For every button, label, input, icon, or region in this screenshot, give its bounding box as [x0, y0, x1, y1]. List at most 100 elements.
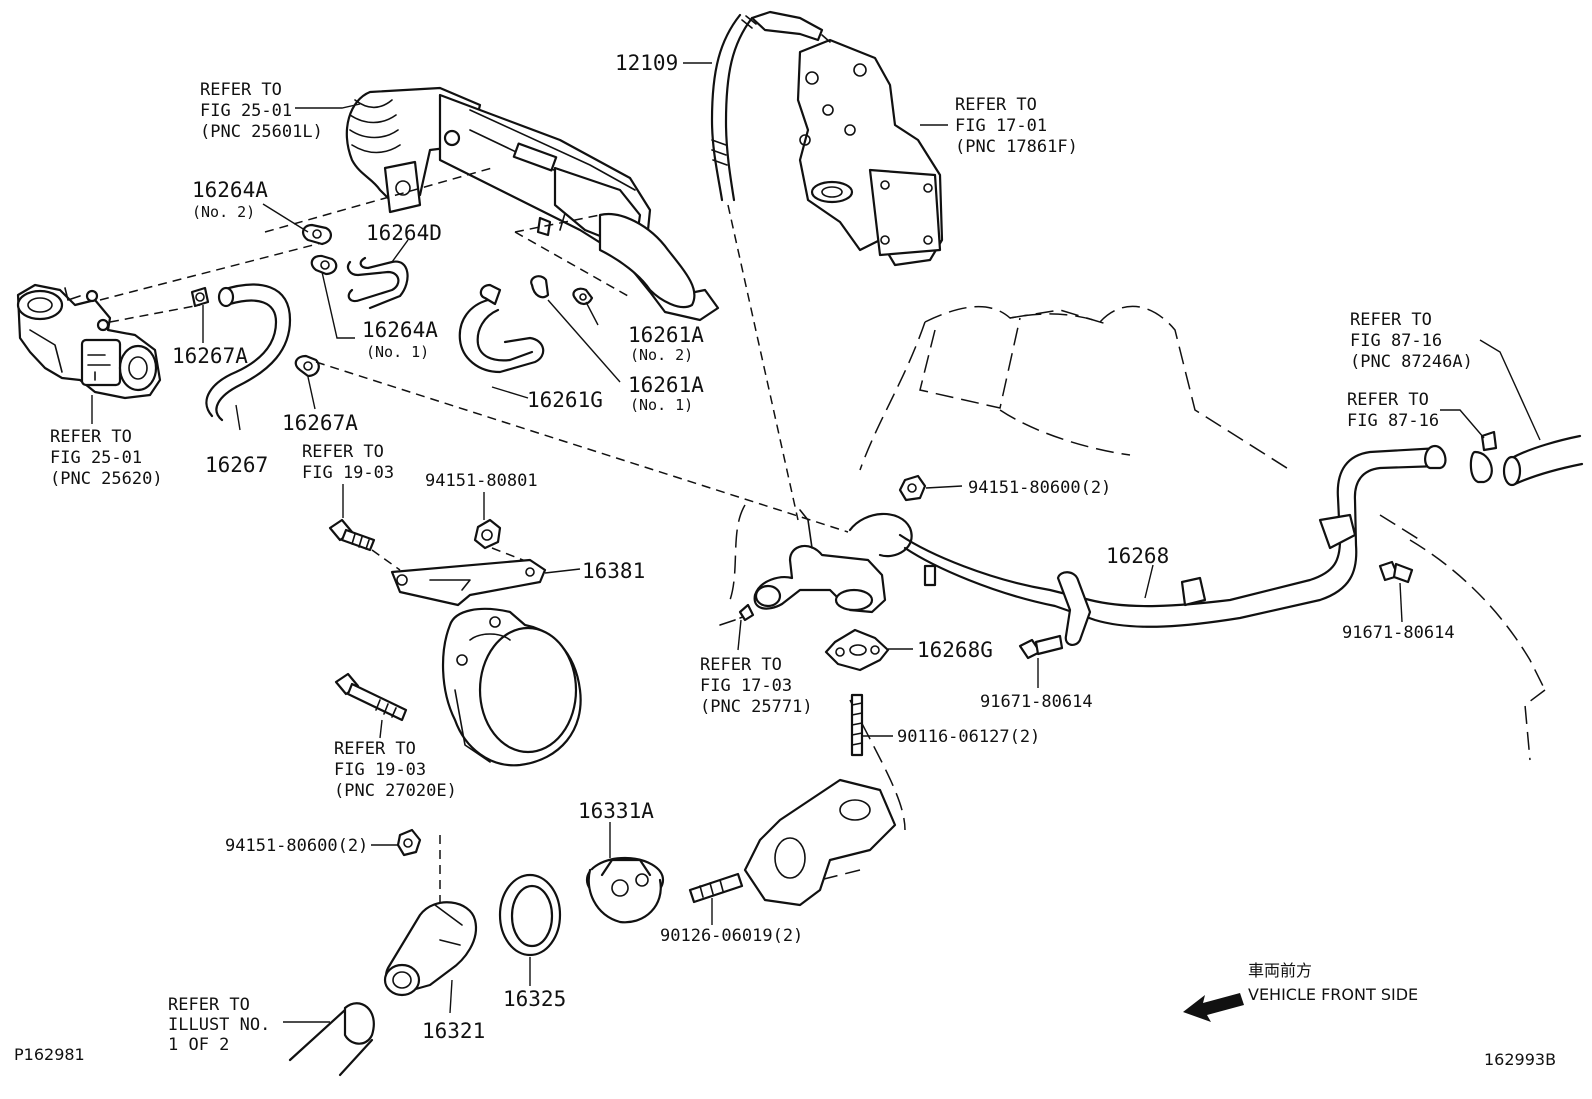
- stud-90116-06127: [850, 693, 864, 757]
- ref-pipe-left-line1: REFER TO: [700, 655, 782, 675]
- label-90116-06127: 90116-06127(2): [897, 727, 1040, 747]
- gasket-16268g: [824, 628, 890, 672]
- hose-clip-16261a-no1: [530, 275, 550, 299]
- ref-pump-bolt-bottom-line3: (PNC 27020E): [334, 781, 457, 801]
- hose-clip-16267a-top: [190, 286, 210, 308]
- hose-16261g: [458, 283, 545, 374]
- ref-hose-top-right-line1: REFER TO: [1350, 310, 1432, 330]
- ref-pump-bolt-top-line2: FIG 19-03: [302, 463, 394, 483]
- ref-egr-cooler-line3: (PNC 25601L): [200, 122, 323, 142]
- label-16264a-no2: 16264A: [192, 178, 268, 202]
- thermostat-16331a: [585, 856, 665, 924]
- hose-clip-16261a-no2: [572, 287, 594, 306]
- ref-bracket-top-line2: FIG 17-01: [955, 116, 1047, 136]
- ref-pump-bolt-top: REFER TO FIG 19-03: [302, 442, 394, 483]
- ref-hose-top-right: REFER TO FIG 87-16 (PNC 87246A): [1350, 310, 1473, 372]
- pipe-illust-1: [288, 1002, 375, 1077]
- ref-pump-bolt-bottom: REFER TO FIG 19-03 (PNC 27020E): [334, 739, 457, 801]
- ref-illust-line3: 1 OF 2: [168, 1035, 229, 1055]
- thermostat-housing: [743, 778, 897, 907]
- bolt-19-03-top: [328, 518, 376, 552]
- ref-pipe-left-line3: (PNC 25771): [700, 697, 813, 717]
- label-16331a: 16331A: [578, 799, 654, 823]
- label-16321: 16321: [422, 1019, 485, 1043]
- label-16264a-no1-sub: (No. 1): [366, 343, 429, 361]
- egr-valve: [16, 283, 162, 400]
- bracket-16381: [390, 558, 547, 607]
- direction-label-en: VEHICLE FRONT SIDE: [1248, 985, 1418, 1004]
- gasket-16325: [498, 873, 562, 957]
- label-16267a-top: 16267A: [172, 344, 248, 368]
- hose-clip-16264a-no2: [302, 223, 332, 246]
- label-91671-80614-right: 91671-80614: [1342, 623, 1455, 643]
- label-16268g: 16268G: [917, 638, 993, 662]
- ref-egr-valve: REFER TO FIG 25-01 (PNC 25620): [50, 427, 163, 489]
- ref-illust: REFER TO ILLUST NO. 1 OF 2: [168, 995, 270, 1055]
- label-94151-80801: 94151-80801: [425, 471, 538, 491]
- label-16264d: 16264D: [366, 221, 442, 245]
- label-16261a-no1: 16261A: [628, 373, 704, 397]
- label-16261a-no1-sub: (No. 1): [630, 396, 693, 414]
- ref-bracket-top-line1: REFER TO: [955, 95, 1037, 115]
- label-16261a-no2-sub: (No. 2): [630, 346, 693, 364]
- ref-egr-cooler-line2: FIG 25-01: [200, 101, 292, 121]
- ref-egr-valve-line1: REFER TO: [50, 427, 132, 447]
- label-90126-06019: 90126-06019(2): [660, 926, 803, 946]
- label-16264a-no1: 16264A: [362, 318, 438, 342]
- label-16267: 16267: [205, 453, 268, 477]
- label-16381: 16381: [582, 559, 645, 583]
- bracket-17861f: [796, 34, 944, 267]
- vehicle-front-arrow: [1183, 993, 1244, 1022]
- hose-16264d: [346, 256, 409, 310]
- bolt-19-03-bottom: [334, 672, 408, 722]
- ref-egr-cooler: REFER TO FIG 25-01 (PNC 25601L): [200, 80, 323, 142]
- label-94151-80600-bottom: 94151-80600(2): [225, 836, 368, 856]
- ref-clamp-right: REFER TO FIG 87-16: [1347, 390, 1439, 431]
- hose-87246a: [1469, 430, 1584, 487]
- ref-pump-bolt-top-line1: REFER TO: [302, 442, 384, 462]
- ref-bracket-top: REFER TO FIG 17-01 (PNC 17861F): [955, 95, 1078, 157]
- leader-lines: [91, 62, 1541, 1023]
- nut-94151-80600-top: [898, 474, 927, 502]
- ref-bracket-top-line3: (PNC 17861F): [955, 137, 1078, 157]
- ref-hose-top-right-line3: (PNC 87246A): [1350, 352, 1473, 372]
- ref-illust-line2: ILLUST NO.: [168, 1015, 270, 1035]
- label-16264a-no2-sub: (No. 2): [192, 203, 255, 221]
- label-16261a-no2: 16261A: [628, 323, 704, 347]
- label-12109: 12109: [615, 51, 678, 75]
- ref-egr-valve-line2: FIG 25-01: [50, 448, 142, 468]
- label-16268: 16268: [1106, 544, 1169, 568]
- hose-clip-16267a-bottom: [294, 354, 320, 378]
- label-16267a-bottom: 16267A: [282, 411, 358, 435]
- label-94151-80600-top: 94151-80600(2): [968, 478, 1111, 498]
- hose-16267: [205, 283, 292, 422]
- ref-hose-top-right-line2: FIG 87-16: [1350, 331, 1442, 351]
- engine-block-outline: [729, 305, 1546, 881]
- diagram-code-left: P162981: [14, 1045, 85, 1064]
- stud-90126-06019: [688, 872, 744, 904]
- ref-pipe-left: REFER TO FIG 17-03 (PNC 25771): [700, 655, 813, 717]
- egr-cooler: [345, 86, 720, 322]
- nut-94151-80801: [473, 518, 502, 550]
- water-pump: [441, 607, 582, 767]
- ref-pump-bolt-bottom-line1: REFER TO: [334, 739, 416, 759]
- label-91671-80614-mid: 91671-80614: [980, 692, 1093, 712]
- direction-label-jp: 車両前方: [1248, 961, 1312, 980]
- water-inlet-16321: [383, 901, 478, 997]
- ref-clamp-right-line2: FIG 87-16: [1347, 411, 1439, 431]
- label-16325: 16325: [503, 987, 566, 1011]
- ref-egr-cooler-line1: REFER TO: [200, 80, 282, 100]
- bolt-91671-80614-mid: [1018, 634, 1064, 660]
- ref-illust-line1: REFER TO: [168, 995, 250, 1015]
- hose-clip-16264a-no1: [310, 254, 338, 276]
- water-outlet: [719, 509, 913, 626]
- label-16261g: 16261G: [527, 388, 603, 412]
- nut-94151-80600-bottom: [396, 828, 422, 857]
- pipe-12109: [710, 10, 824, 202]
- ref-pump-bolt-bottom-line2: FIG 19-03: [334, 760, 426, 780]
- diagram-code-right: 162993B: [1484, 1050, 1556, 1069]
- ref-egr-valve-line3: (PNC 25620): [50, 469, 163, 489]
- ref-clamp-right-line1: REFER TO: [1347, 390, 1429, 410]
- ref-pipe-left-line2: FIG 17-03: [700, 676, 792, 696]
